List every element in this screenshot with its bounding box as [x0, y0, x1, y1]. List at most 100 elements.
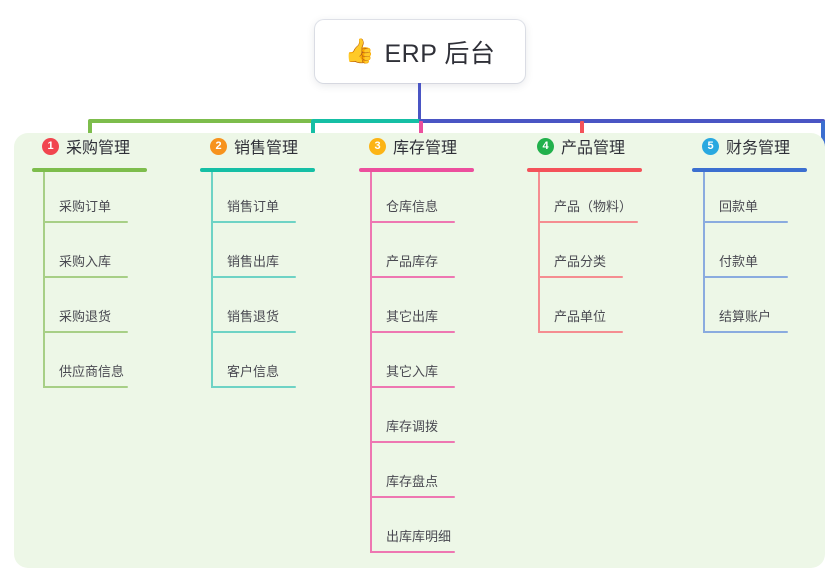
branch-item-label: 采购退货 — [59, 309, 112, 324]
branch-item-list: 采购订单采购入库采购退货供应商信息 — [32, 172, 192, 392]
branch-item[interactable]: 仓库信息 — [359, 172, 519, 227]
branch-item-label: 库存盘点 — [386, 474, 439, 489]
branch-item-underline — [370, 221, 455, 223]
branch-item-underline — [43, 331, 128, 333]
branch-header-4[interactable]: 4 产品管理 — [527, 133, 687, 159]
branch-underline — [692, 168, 807, 172]
branch-item[interactable]: 其它出库 — [359, 282, 519, 337]
branch-item[interactable]: 产品（物料） — [527, 172, 687, 227]
branch-item-label: 付款单 — [719, 254, 759, 269]
connector-root-stem — [418, 83, 421, 121]
branch-item-label: 结算账户 — [719, 309, 772, 324]
branch-trunk-line — [211, 172, 213, 388]
branch-item[interactable]: 销售出库 — [200, 227, 360, 282]
branch-item[interactable]: 采购订单 — [32, 172, 192, 227]
branch-item-list: 回款单付款单结算账户 — [692, 172, 837, 337]
branch-item[interactable]: 销售订单 — [200, 172, 360, 227]
branch-item-underline — [703, 331, 788, 333]
branch-item-label: 回款单 — [719, 199, 759, 214]
branch-item-list: 销售订单销售出库销售退货客户信息 — [200, 172, 360, 392]
branch-item[interactable]: 客户信息 — [200, 337, 360, 392]
branch-item-underline — [370, 276, 455, 278]
branch-item[interactable]: 付款单 — [692, 227, 837, 282]
branch-trunk-line — [538, 172, 540, 333]
branch-item-label: 产品单位 — [554, 309, 607, 324]
branch-item-underline — [370, 331, 455, 333]
branch-header-1[interactable]: 1 采购管理 — [32, 133, 192, 159]
branch-item-underline — [538, 221, 638, 223]
branch-item[interactable]: 其它入库 — [359, 337, 519, 392]
branch-header-5[interactable]: 5 财务管理 — [692, 133, 837, 159]
branch-item[interactable]: 回款单 — [692, 172, 837, 227]
branch-column-4: 4 产品管理产品（物料） 产品分类产品单位 — [527, 133, 687, 337]
branch-column-5: 5 财务管理回款单付款单结算账户 — [692, 133, 837, 337]
branch-item[interactable]: 库存盘点 — [359, 447, 519, 502]
branch-item-underline — [211, 386, 296, 388]
branch-item-label: 销售退货 — [227, 309, 280, 324]
branch-item-label: 产品分类 — [554, 254, 607, 269]
root-title: ERP 后台 — [384, 39, 496, 68]
branch-title: 产品管理 — [561, 140, 626, 157]
branch-item-label: 出库库明细 — [386, 529, 452, 544]
branch-underline — [359, 168, 474, 172]
branch-item-label: 采购订单 — [59, 199, 112, 214]
branch-item-underline — [211, 331, 296, 333]
branch-column-1: 1 采购管理采购订单采购入库采购退货供应商信息 — [32, 133, 192, 392]
branch-underline — [527, 168, 642, 172]
branch-trunk-line — [370, 172, 372, 553]
branch-item-label: 供应商信息 — [59, 364, 125, 379]
branch-item-list: 仓库信息产品库存其它出库其它入库库存调拨库存盘点出库库明细 — [359, 172, 519, 557]
branch-item[interactable]: 产品库存 — [359, 227, 519, 282]
branch-item-label: 其它出库 — [386, 309, 439, 324]
branch-title: 销售管理 — [234, 140, 299, 157]
branch-trunk-line — [703, 172, 705, 333]
root-node[interactable]: 👍 ERP 后台 — [315, 20, 525, 83]
branch-title: 财务管理 — [726, 140, 791, 157]
branch-item-underline — [43, 386, 128, 388]
branch-number-badge: 1 — [42, 137, 59, 155]
branch-item[interactable]: 库存调拨 — [359, 392, 519, 447]
branch-item[interactable]: 产品分类 — [527, 227, 687, 282]
connector-bus-right — [419, 119, 825, 123]
branch-underline — [200, 168, 315, 172]
branch-item[interactable]: 供应商信息 — [32, 337, 192, 392]
branch-item-list: 产品（物料） 产品分类产品单位 — [527, 172, 687, 337]
branch-item-label: 产品（物料） — [554, 199, 633, 214]
branch-item-label: 销售订单 — [227, 199, 280, 214]
branch-item[interactable]: 销售退货 — [200, 282, 360, 337]
branch-item-label: 客户信息 — [227, 364, 280, 379]
branch-item-label: 采购入库 — [59, 254, 112, 269]
branch-item-label: 产品库存 — [386, 254, 439, 269]
branch-title: 采购管理 — [66, 140, 131, 157]
branch-item-label: 销售出库 — [227, 254, 280, 269]
branch-item-underline — [703, 276, 788, 278]
branch-item-underline — [43, 276, 128, 278]
branch-trunk-line — [43, 172, 45, 388]
branch-item-label: 库存调拨 — [386, 419, 439, 434]
branch-number-badge: 4 — [537, 137, 554, 155]
branch-item-underline — [43, 221, 128, 223]
branch-item[interactable]: 产品单位 — [527, 282, 687, 337]
branch-number-badge: 5 — [702, 137, 719, 155]
thumbs-up-icon: 👍 — [344, 37, 375, 65]
connector-bus-left — [88, 119, 313, 123]
branch-item-underline — [370, 496, 455, 498]
connector-drop-5 — [821, 121, 825, 147]
branch-item[interactable]: 采购入库 — [32, 227, 192, 282]
branch-item[interactable]: 采购退货 — [32, 282, 192, 337]
branch-number-badge: 3 — [369, 137, 386, 155]
branch-item-label: 仓库信息 — [386, 199, 439, 214]
branch-item-underline — [370, 386, 455, 388]
branch-item-underline — [538, 276, 623, 278]
branch-item-label: 其它入库 — [386, 364, 439, 379]
branch-item[interactable]: 结算账户 — [692, 282, 837, 337]
branch-item[interactable]: 出库库明细 — [359, 502, 519, 557]
branch-item-underline — [211, 221, 296, 223]
branch-item-underline — [538, 331, 623, 333]
